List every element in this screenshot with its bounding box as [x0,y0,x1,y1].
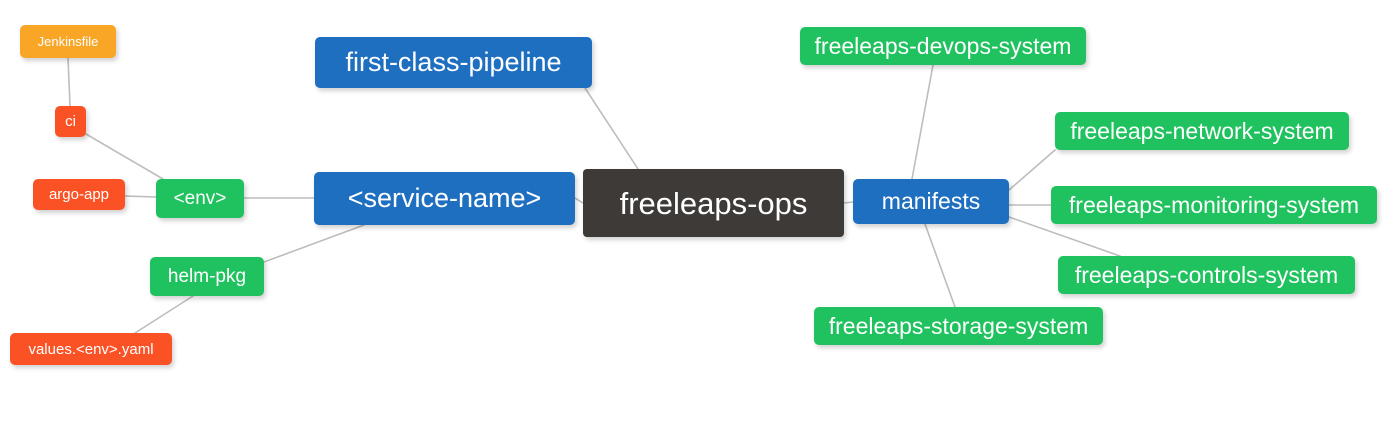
mindmap-node-label: values.<env>.yaml [28,340,154,358]
mindmap-node-label: freeleaps-network-system [1070,117,1334,144]
edge-env-to-ci [85,133,164,180]
mindmap-node-label: helm-pkg [167,266,247,287]
mindmap-node-service-name[interactable]: <service-name> [314,172,575,225]
mindmap-node-ci[interactable]: ci [55,106,86,137]
edge-manifests-to-freeleaps-network-system [1008,149,1056,191]
edge-helm-pkg-to-values-env-yaml [134,295,194,334]
edge-freeleaps-ops-to-service-name [574,197,584,204]
mindmap-node-jenkinsfile[interactable]: Jenkinsfile [20,25,116,58]
mindmap-node-label: ci [65,113,76,130]
mindmap-node-freeleaps-monitoring-system[interactable]: freeleaps-monitoring-system [1051,186,1377,224]
edge-freeleaps-ops-to-first-class-pipeline [584,87,639,170]
mindmap-node-label: argo-app [48,186,110,203]
mindmap-node-freeleaps-ops[interactable]: freeleaps-ops [583,169,844,237]
mindmap-node-first-class-pipeline[interactable]: first-class-pipeline [315,37,592,88]
edge-freeleaps-ops-to-manifests [843,201,854,204]
mindmap-node-label: Jenkinsfile [37,34,99,49]
mindmap-node-values-env-yaml[interactable]: values.<env>.yaml [10,333,172,365]
mindmap-node-label: freeleaps-controls-system [1074,261,1339,288]
edge-manifests-to-freeleaps-storage-system [924,223,956,308]
mindmap-node-helm-pkg[interactable]: helm-pkg [150,257,264,296]
mindmap-node-freeleaps-network-system[interactable]: freeleaps-network-system [1055,112,1349,150]
edge-ci-to-jenkinsfile [67,57,71,107]
mindmap-node-label: manifests [881,188,981,214]
mindmap-node-label: freeleaps-storage-system [828,312,1089,339]
mindmap-node-label: freeleaps-devops-system [814,32,1072,59]
mindmap-node-label: freeleaps-monitoring-system [1068,191,1360,218]
edge-service-name-to-helm-pkg [263,224,365,263]
mindmap-node-freeleaps-controls-system[interactable]: freeleaps-controls-system [1058,256,1355,294]
edge-env-to-argo-app [124,195,157,198]
mindmap-node-label: freeleaps-ops [619,185,808,221]
edge-manifests-to-freeleaps-devops-system [911,64,934,180]
mindmap-node-label: <service-name> [347,183,542,213]
mindmap-node-manifests[interactable]: manifests [853,179,1009,224]
mindmap-node-label: first-class-pipeline [345,47,562,77]
mindmap-node-env[interactable]: <env> [156,179,244,218]
mindmap-node-label: <env> [173,188,227,209]
mindmap-node-freeleaps-devops-system[interactable]: freeleaps-devops-system [800,27,1086,65]
mindmap-node-freeleaps-storage-system[interactable]: freeleaps-storage-system [814,307,1103,345]
mindmap-node-argo-app[interactable]: argo-app [33,179,125,210]
